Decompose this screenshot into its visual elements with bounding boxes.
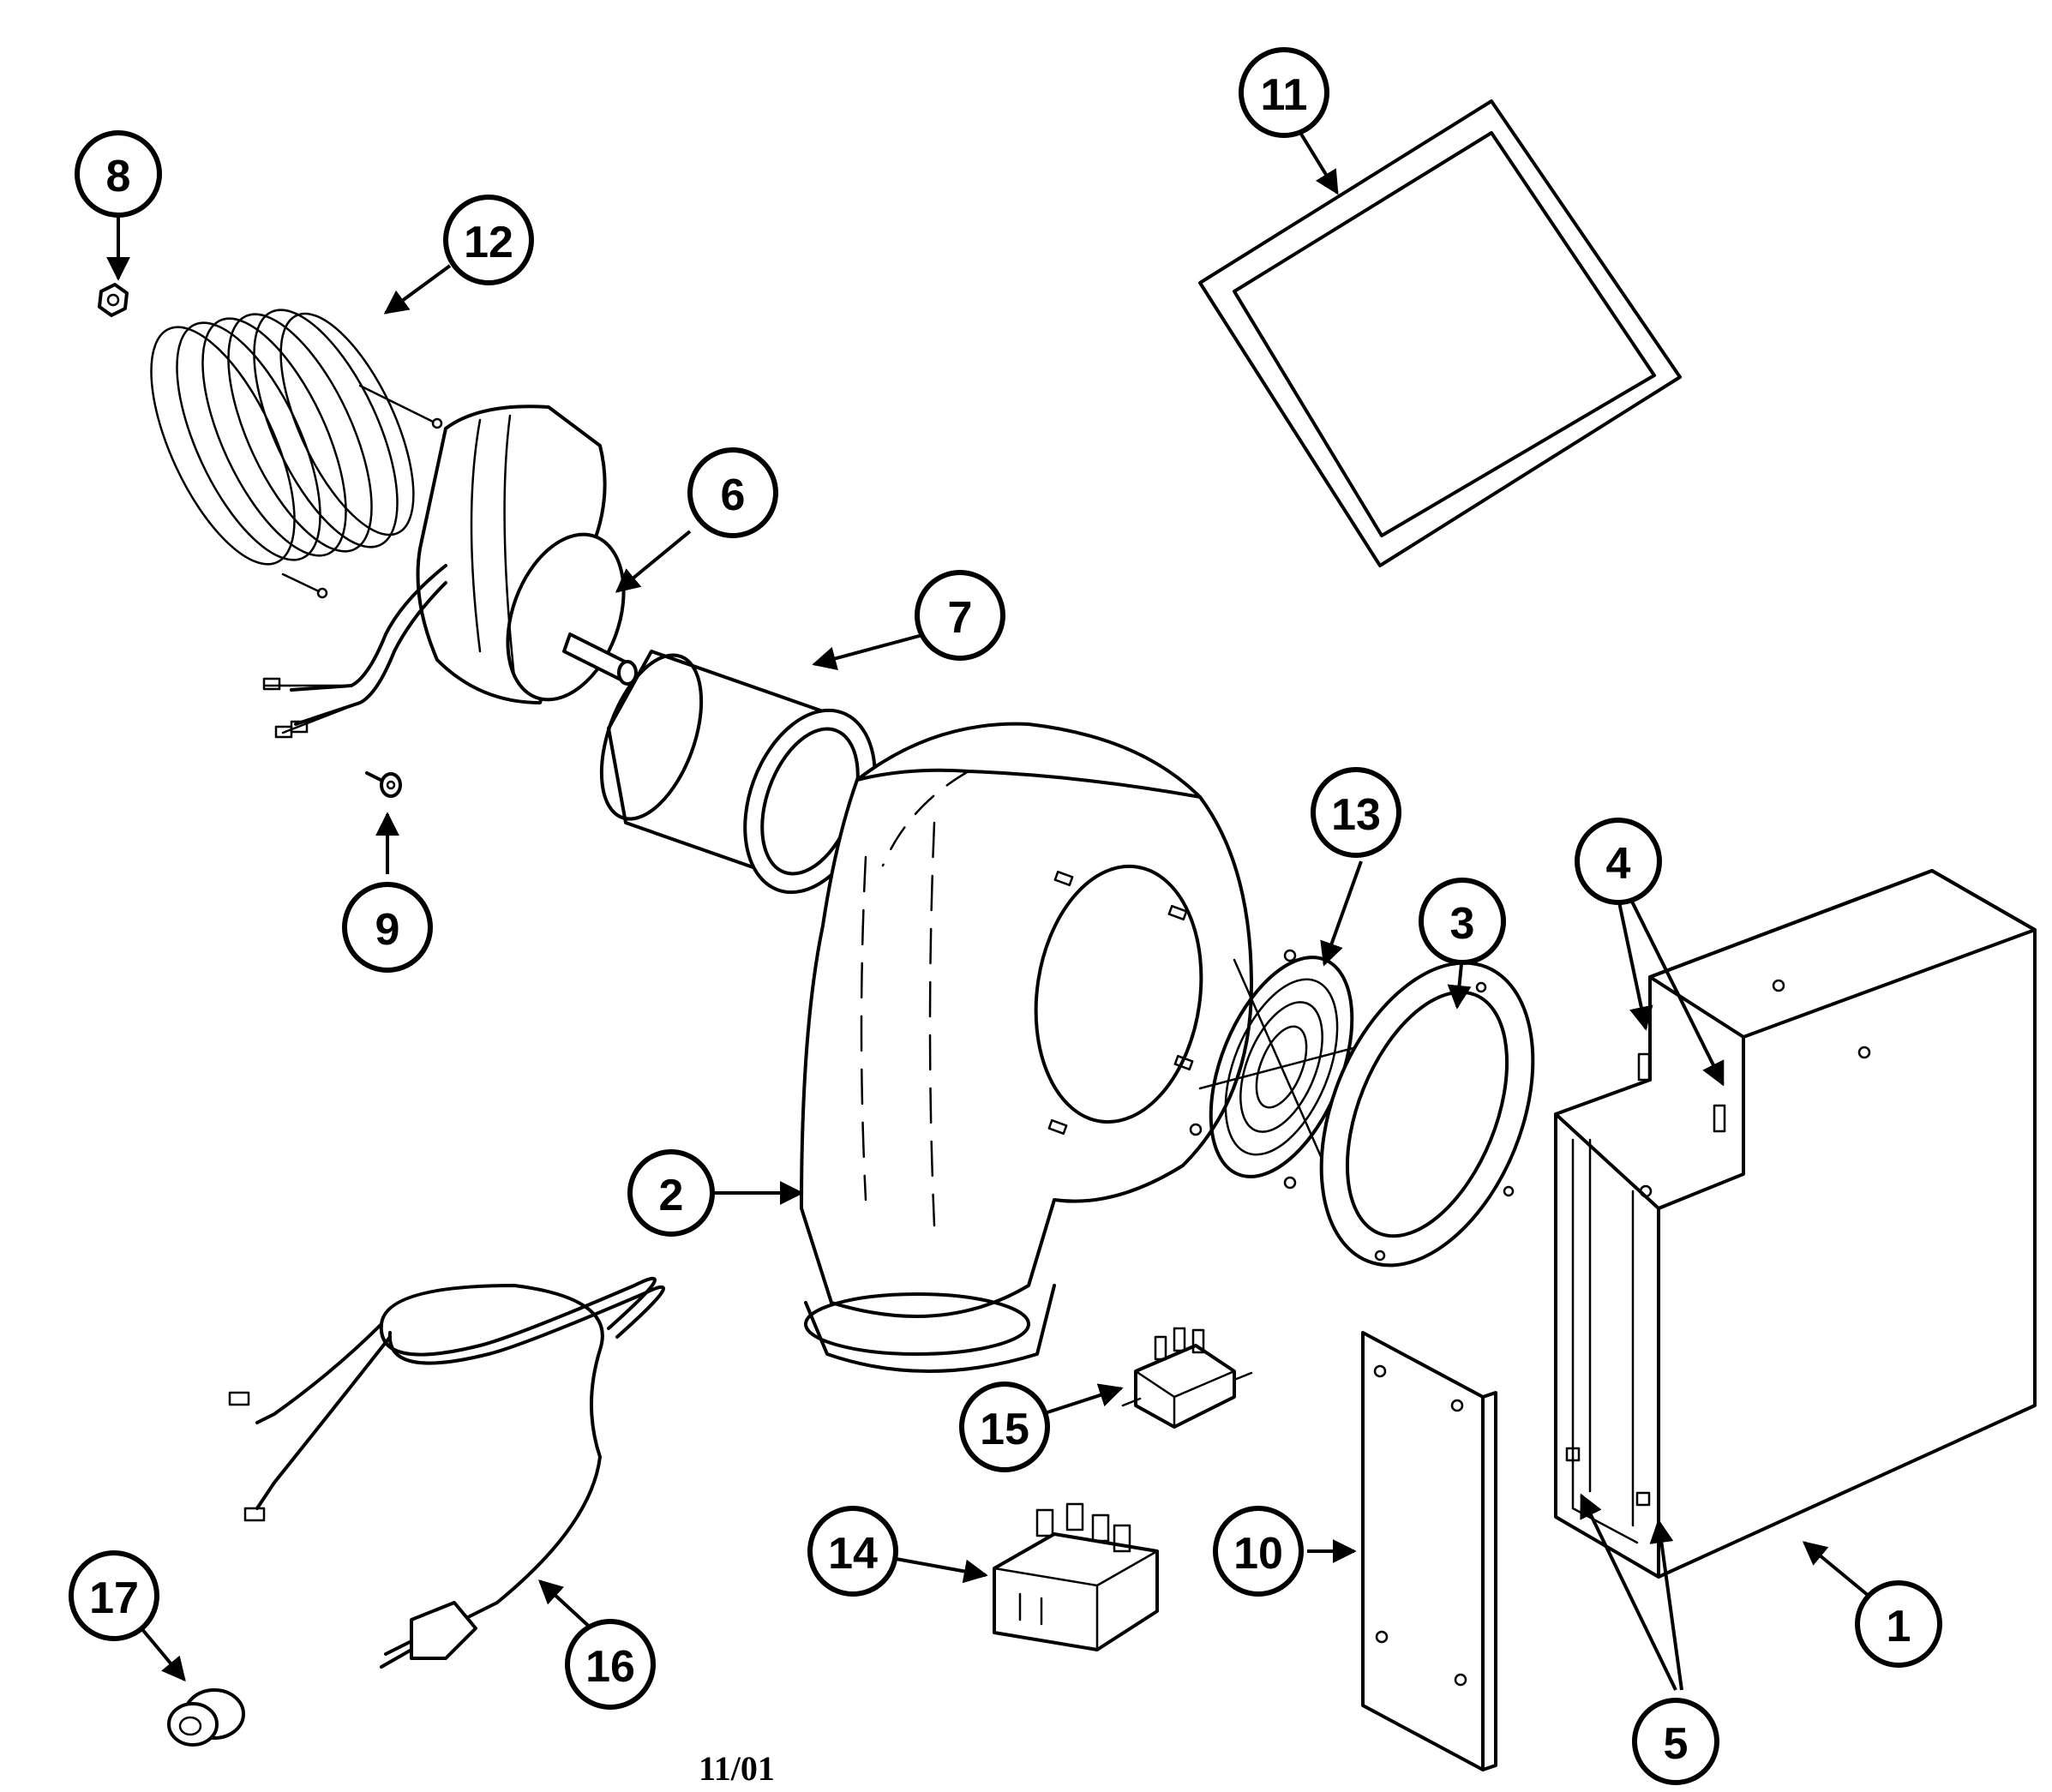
revision-date-code: 11/01 (699, 1749, 775, 1788)
terminal-block-part (993, 1502, 1159, 1651)
heating-coil-part (150, 309, 443, 599)
callout-6: 6 (687, 447, 778, 538)
callout-14: 14 (807, 1506, 898, 1597)
leader-5a (1580, 1493, 1677, 1691)
svg-text:8: 8 (106, 152, 131, 201)
callout-16: 16 (565, 1619, 656, 1710)
callout-13: 13 (1311, 767, 1401, 858)
svg-text:2: 2 (659, 1171, 684, 1220)
svg-text:12: 12 (464, 218, 513, 267)
callout-4: 4 (1575, 818, 1662, 905)
callout-7: 7 (915, 570, 1005, 661)
callout-10: 10 (1213, 1506, 1304, 1597)
leader-12 (383, 264, 452, 315)
power-cord-part (228, 1276, 665, 1669)
leader-5b (1649, 1519, 1683, 1691)
leader-13 (1320, 860, 1363, 967)
callout-17: 17 (69, 1550, 159, 1641)
blower-motor-part (262, 405, 638, 739)
svg-text:11: 11 (1261, 70, 1308, 120)
svg-text:1: 1 (1887, 1602, 1911, 1651)
callout-3: 3 (1419, 878, 1506, 965)
leader-16 (537, 1579, 597, 1634)
svg-text:15: 15 (980, 1405, 1029, 1454)
callout-15: 15 (959, 1381, 1050, 1472)
svg-text:17: 17 (89, 1573, 139, 1623)
blower-housing-part (800, 722, 1253, 1373)
leader-4b (1629, 897, 1725, 1087)
grease-filter-part (1198, 99, 1682, 567)
svg-text:3: 3 (1450, 899, 1475, 949)
strain-relief-bushing-part (167, 1688, 245, 1747)
leader-6 (615, 530, 692, 593)
screw-part (365, 771, 402, 798)
callout-11: 11 (1239, 47, 1329, 138)
svg-text:7: 7 (948, 593, 973, 643)
callout-9: 9 (342, 882, 433, 973)
callout-1: 1 (1855, 1580, 1942, 1668)
svg-text:9: 9 (375, 905, 400, 955)
leader-4a (1617, 897, 1653, 1031)
leader-17 (140, 1627, 186, 1682)
leader-14 (891, 1556, 988, 1584)
svg-text:6: 6 (721, 470, 746, 520)
svg-text:10: 10 (1233, 1529, 1283, 1579)
leader-lines (106, 118, 1870, 1691)
svg-text:13: 13 (1331, 790, 1381, 840)
nut-part (98, 283, 129, 317)
svg-text:16: 16 (585, 1642, 635, 1692)
callout-12: 12 (443, 195, 534, 285)
relay-part (1121, 1327, 1253, 1429)
mounting-ring-part (1319, 961, 1535, 1268)
leader-7 (812, 632, 927, 670)
callout-5: 5 (1632, 1698, 1719, 1785)
leader-15 (1047, 1383, 1124, 1414)
callout-8: 8 (75, 130, 162, 218)
hood-housing-box-part (1554, 869, 2037, 1579)
callout-2: 2 (627, 1149, 715, 1237)
svg-text:5: 5 (1664, 1719, 1689, 1769)
svg-text:14: 14 (828, 1529, 878, 1579)
filler-panel-part (1361, 1331, 1497, 1771)
svg-text:4: 4 (1606, 839, 1631, 889)
leader-1 (1802, 1541, 1870, 1597)
